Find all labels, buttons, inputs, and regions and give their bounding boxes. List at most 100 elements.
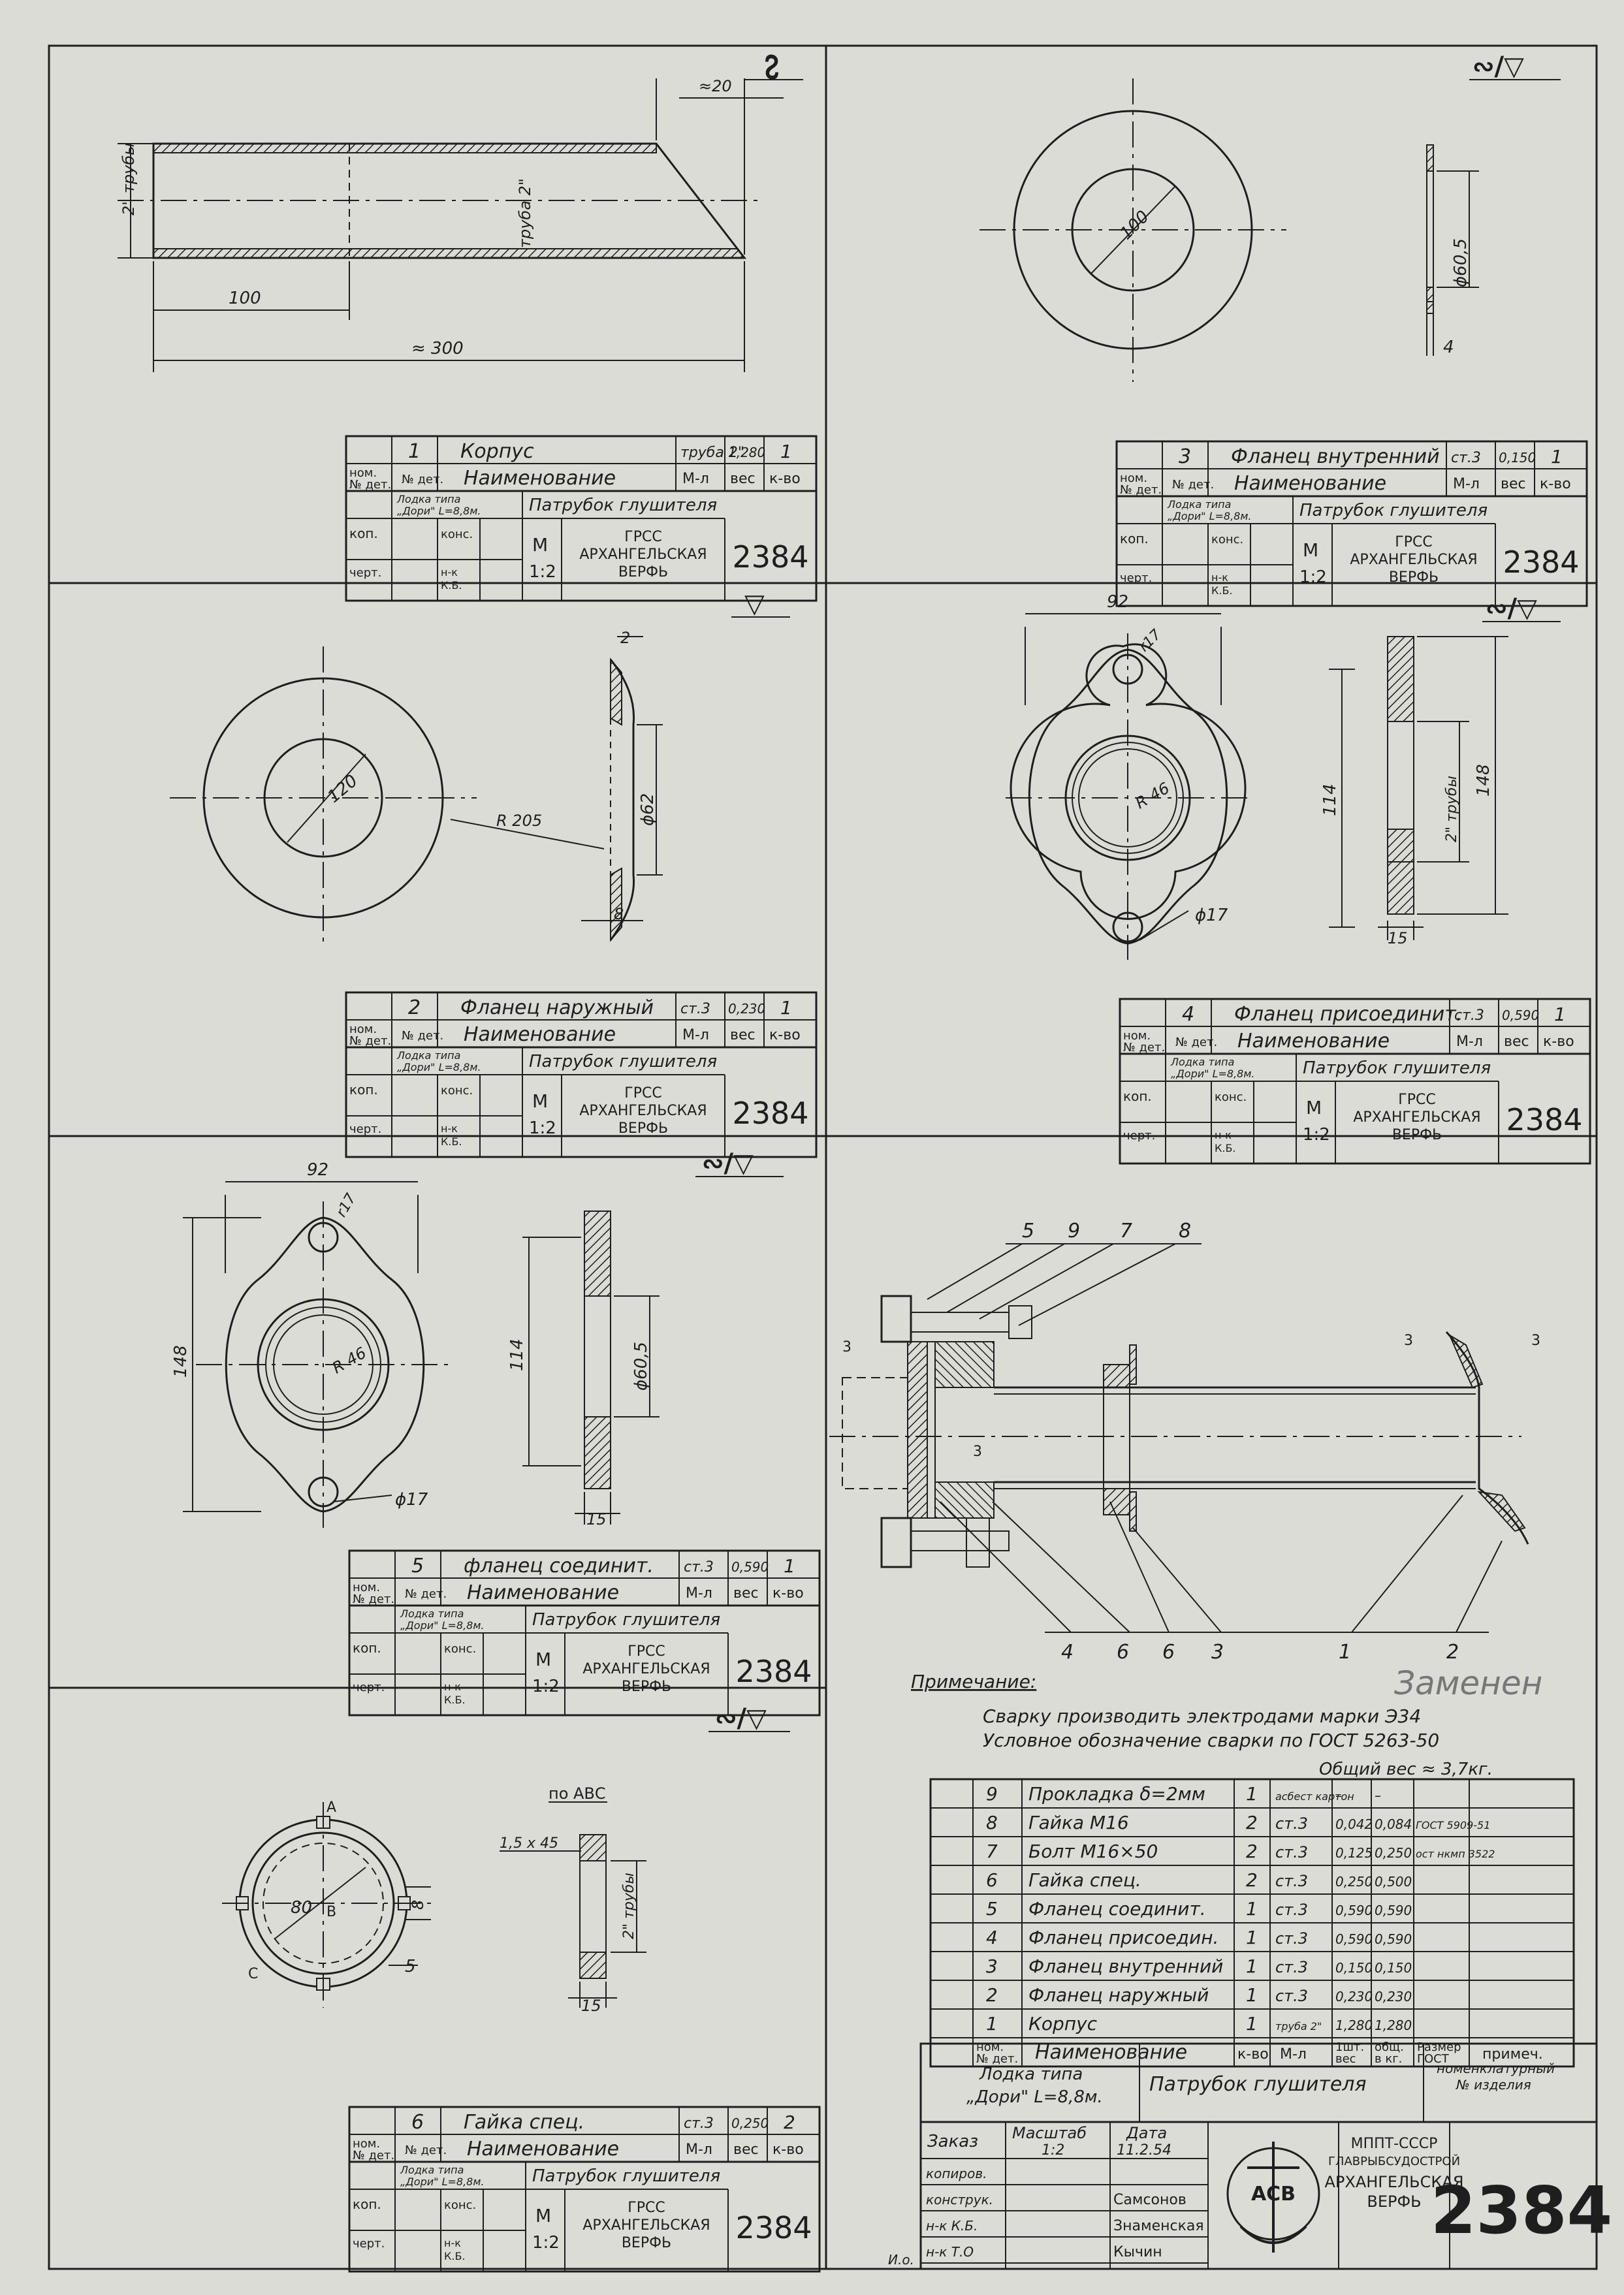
- role-kb: К.Б.: [441, 579, 462, 592]
- stamp-ministry-2: ГЛАВРЫБСУДОСТРОЙ: [1328, 2154, 1460, 2168]
- header-det: № дет.: [349, 1034, 391, 1048]
- role-nk: н-к: [441, 566, 458, 578]
- drawing-number: 2384: [735, 2210, 812, 2245]
- header-name: Наименование: [1237, 1030, 1390, 1053]
- assembly-num-2: 2: [1446, 1641, 1459, 1664]
- detail-name: фланец соединит.: [464, 1555, 654, 1577]
- stamp-frame: [919, 2042, 1598, 2270]
- header-det-2: № дет.: [405, 2144, 447, 2157]
- org-line3: ВЕРФЬ: [1389, 569, 1439, 586]
- org-line2: АРХАНГЕЛЬСКАЯ: [579, 1103, 707, 1119]
- detail-qty: 1: [780, 441, 792, 462]
- boat-type-line1: Лодка типа: [1170, 1056, 1234, 1068]
- role-kons: конс.: [444, 1642, 476, 1656]
- org-line2: АРХАНГЕЛЬСКАЯ: [1350, 552, 1477, 568]
- stamp-role-2: н-к К.Б.: [926, 2218, 978, 2234]
- header-weight: вес: [1501, 476, 1526, 492]
- bom-no: 5: [986, 1898, 998, 1920]
- header-qty: к-во: [772, 1585, 804, 1602]
- header-qty: к-во: [772, 2142, 804, 2158]
- scale-label: М: [532, 1090, 548, 1112]
- detail-number: 5: [411, 1555, 424, 1577]
- detail-weight: 0,590: [731, 1559, 769, 1575]
- bom-weight-unit: 0,125: [1335, 1845, 1373, 1861]
- dim-17-d4: ϕ17: [1195, 906, 1228, 925]
- header-det: № дет.: [1120, 483, 1162, 497]
- scale-label: М: [532, 534, 548, 556]
- bom-weight-total: 0,590: [1375, 1931, 1412, 1947]
- bom-weight-total: –: [1375, 1788, 1381, 1803]
- dim-15-d5: 15: [586, 1510, 607, 1528]
- role-chert: черт.: [1123, 1129, 1155, 1143]
- header-nom: ном.: [1120, 471, 1147, 485]
- bom-qty: 1: [1246, 2013, 1258, 2034]
- stamp-boat-1: Лодка типа: [979, 2065, 1083, 2084]
- role-nk: н-к: [444, 1681, 461, 1693]
- bom-material: ст.3: [1275, 1872, 1308, 1890]
- drawing-number: 2384: [1506, 1102, 1582, 1137]
- bom-name: Фланец присоедин.: [1028, 1927, 1218, 1948]
- bom-weight-unit: 1,280: [1335, 2018, 1373, 2033]
- stamp-name-3: Кычин: [1113, 2244, 1162, 2260]
- bom-no: 8: [986, 1812, 998, 1833]
- role-chert: черт.: [349, 1122, 381, 1136]
- scale-value: 1:2: [532, 2233, 560, 2253]
- bom-weight-total: 0,230: [1375, 1989, 1412, 2004]
- bom-material: труба 2": [1275, 2020, 1322, 2033]
- detail-name: Фланец присоединит.: [1234, 1003, 1462, 1026]
- bom-name: Гайка спец.: [1028, 1869, 1141, 1891]
- bom-header-gost-b: ГОСТ: [1417, 2052, 1450, 2066]
- bom-weight-unit: 0,150: [1335, 1960, 1373, 1976]
- role-kop: коп.: [353, 1640, 381, 1656]
- role-kop: коп.: [353, 2196, 381, 2212]
- detail-number: 6: [411, 2111, 424, 2134]
- scale-label: М: [535, 1649, 551, 1670]
- header-weight: вес: [733, 1585, 759, 1602]
- role-kons: конс.: [444, 2198, 476, 2212]
- finish-mark-2: ▽: [744, 589, 765, 619]
- header-nom: ном.: [353, 1581, 380, 1594]
- role-kop: коп.: [1120, 531, 1149, 546]
- scale-value: 1:2: [1303, 1125, 1330, 1145]
- dim-approx-20: ≈20: [699, 77, 732, 95]
- note-handwritten: Заменен: [1394, 1664, 1542, 1702]
- detail-weight: 0,150: [1499, 450, 1536, 466]
- stamp-nomenclature-1: номенклатурный: [1437, 2061, 1555, 2076]
- boat-type-line1: Лодка типа: [400, 1607, 464, 1620]
- bom-qty: 2: [1246, 1869, 1258, 1891]
- bom-gost: ГОСТ 5909-51: [1416, 1819, 1490, 1831]
- bom-qty: 1: [1246, 1984, 1258, 2006]
- detail-number: 2: [408, 996, 421, 1019]
- bom-weight-total: 0,250: [1375, 1845, 1412, 1861]
- assembly-num-7: 7: [1120, 1220, 1132, 1242]
- bom-qty: 1: [1246, 1898, 1258, 1920]
- bom-header-material: М-л: [1280, 2046, 1307, 2063]
- header-name: Наименование: [1234, 472, 1386, 495]
- bom-weight-unit: 0,230: [1335, 1989, 1373, 2004]
- bom-name: Фланец внутренний: [1028, 1955, 1223, 1977]
- dim-148-d5: 148: [171, 1345, 191, 1378]
- org-line3: ВЕРФЬ: [1392, 1127, 1442, 1143]
- stamp-name-2: Знаменская: [1113, 2218, 1204, 2234]
- org-line2: АРХАНГЕЛЬСКАЯ: [582, 2217, 710, 2234]
- role-kons: конс.: [441, 1084, 473, 1098]
- scale-value: 1:2: [529, 562, 556, 582]
- role-nk: н-к: [1211, 571, 1228, 584]
- header-qty: к-во: [1543, 1034, 1574, 1050]
- boat-type-line2: „Дори" L=8,8м.: [1168, 510, 1252, 522]
- header-material: М-л: [682, 1027, 709, 1043]
- header-material: М-л: [682, 471, 709, 487]
- note-line-2: Условное обозначение сварки по ГОСТ 5263…: [983, 1730, 1439, 1751]
- header-qty: к-во: [1540, 476, 1571, 492]
- scale-value: 1:2: [529, 1118, 556, 1138]
- bom-name: Корпус: [1028, 2013, 1098, 2034]
- stamp-role-3: н-к Т.О: [926, 2244, 974, 2260]
- role-kb: К.Б.: [1211, 584, 1233, 597]
- org-line3: ВЕРФЬ: [622, 2235, 671, 2251]
